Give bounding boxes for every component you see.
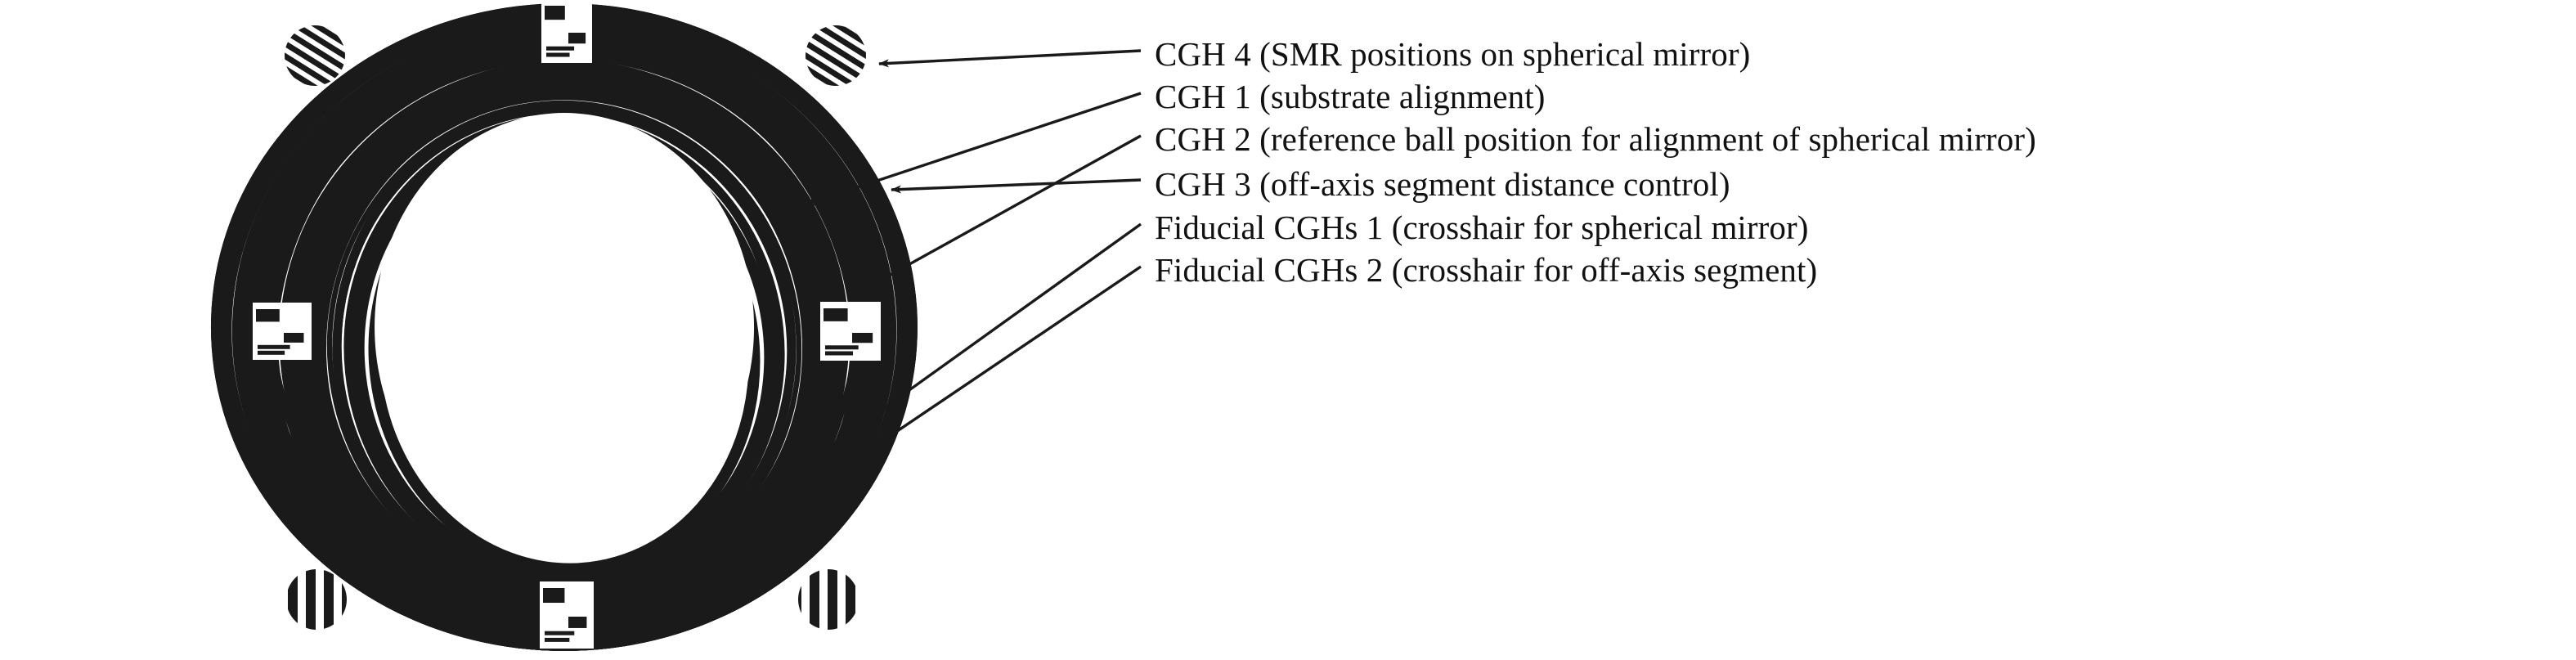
leader-line-cgh-3 xyxy=(891,178,1142,194)
fiducial-top xyxy=(541,0,592,63)
annotation-label-cgh-1: CGH 1 (substrate alignment) xyxy=(1155,78,1546,115)
leader-line-fiducial-cghs-2 xyxy=(596,265,1142,635)
leader-line-cgh-4 xyxy=(878,49,1142,68)
leader-line-fiducial-cghs-1 xyxy=(603,222,1142,611)
smr-top-left xyxy=(285,25,345,86)
fiducial-right xyxy=(820,302,881,361)
annotation-label-cgh-4: CGH 4 (SMR positions on spherical mirror… xyxy=(1155,35,1751,73)
annotation-label-cgh-2: CGH 2 (reference ball position for align… xyxy=(1155,120,2036,158)
annotation-label-fiducial-cghs-1: Fiducial CGHs 1 (crosshair for spherical… xyxy=(1155,209,1809,246)
fiducial-zone-group xyxy=(253,0,881,649)
fiducial-bottom xyxy=(540,581,594,649)
smr-bottom-left xyxy=(286,569,347,630)
smr-patch-group xyxy=(285,25,866,630)
leader-line-cgh-1 xyxy=(805,92,1142,206)
smr-bottom-right xyxy=(798,569,859,630)
annotation-label-fiducial-cghs-2: Fiducial CGHs 2 (crosshair for off-axis … xyxy=(1155,251,1818,289)
smr-top-right xyxy=(806,25,866,86)
fringe-ring-group xyxy=(210,3,918,651)
fiducial-left xyxy=(253,303,312,360)
leader-line-cgh-2 xyxy=(866,134,1142,290)
annotation-label-cgh-3: CGH 3 (off-axis segment distance control… xyxy=(1155,165,1730,203)
leader-line-group xyxy=(596,49,1142,635)
